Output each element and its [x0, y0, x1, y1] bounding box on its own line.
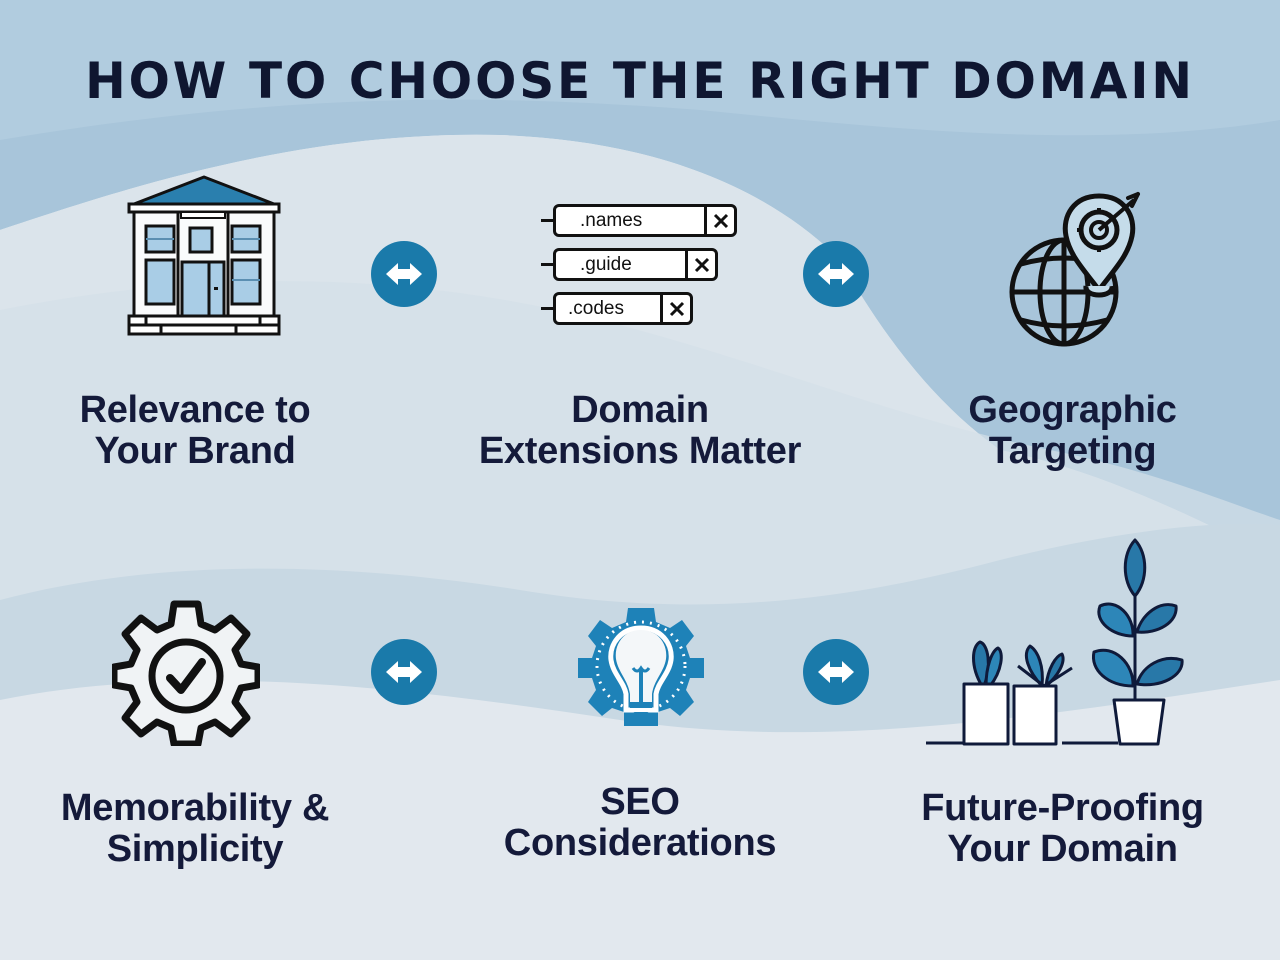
extension-item: .codes [541, 292, 693, 325]
close-icon [685, 251, 715, 278]
double-arrow-icon [371, 639, 437, 705]
close-icon [704, 207, 734, 234]
growing-plants-icon [926, 538, 1184, 746]
extension-label: .codes [568, 298, 624, 319]
step-label-geographic: Geographic Targeting [968, 389, 1177, 472]
step-label-future-proofing: Future-Proofing Your Domain [921, 787, 1204, 870]
extension-label: .names [580, 210, 643, 231]
extension-item: .names [541, 204, 737, 237]
page-title: HOW TO CHOOSE THE RIGHT DOMAIN [85, 52, 1195, 110]
gear-check-icon [112, 600, 260, 746]
globe-target-pin-icon [1009, 192, 1140, 347]
double-arrow-icon [803, 639, 869, 705]
double-arrow-icon [371, 241, 437, 307]
close-icon [660, 295, 690, 322]
step-label-extensions: Domain Extensions Matter [478, 389, 802, 472]
step-label-memorability: Memorability & Simplicity [60, 787, 330, 870]
extension-label: .guide [580, 254, 632, 275]
double-arrow-icon [803, 241, 869, 307]
building-icon [127, 175, 281, 336]
gear-lightbulb-icon [578, 608, 704, 726]
step-label-relevance: Relevance to Your Brand [79, 389, 311, 472]
extension-item: .guide [541, 248, 718, 281]
step-label-seo: SEO Considerations [503, 781, 777, 864]
